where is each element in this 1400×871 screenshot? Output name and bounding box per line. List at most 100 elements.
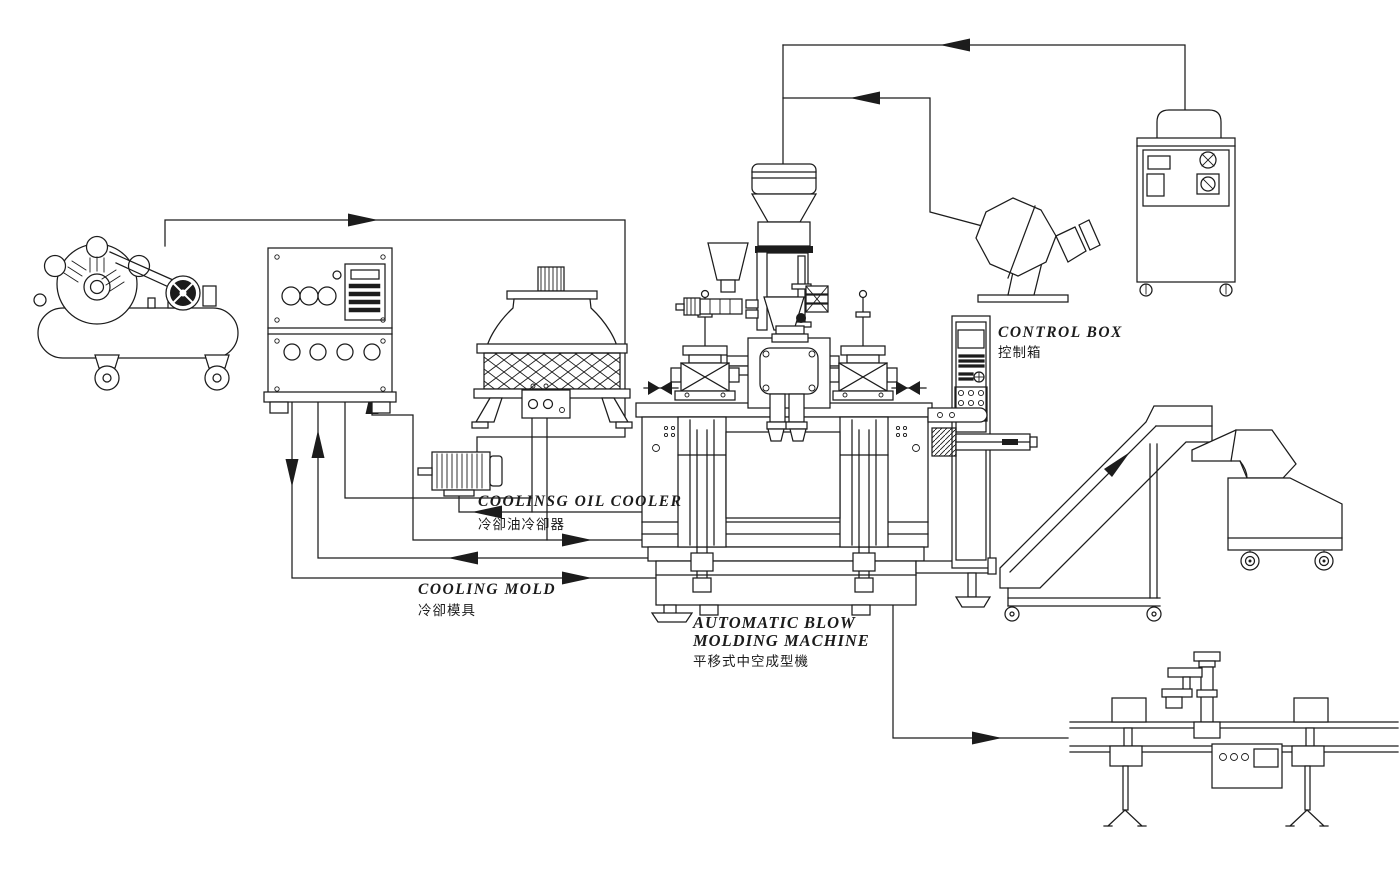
die-pin	[788, 393, 805, 423]
arrow-left-icon	[472, 505, 502, 519]
flow-arrows	[285, 38, 1002, 745]
arrow-right-icon	[562, 533, 592, 547]
flow-line-tower-link	[344, 359, 533, 499]
clamp-unit-right	[839, 416, 889, 593]
mixer-base	[977, 294, 1069, 303]
arm-mount	[931, 427, 957, 457]
diagram-labels: COOLINSG OIL COOLER 冷卻油冷卻器 COOLING MOLD …	[418, 324, 1123, 670]
pressure-switch	[202, 285, 217, 307]
side-feeder	[675, 242, 749, 316]
machine-foot	[650, 612, 694, 623]
mixer-drum	[975, 197, 1057, 277]
motor-shaft	[417, 467, 433, 476]
side-hopper	[707, 242, 749, 281]
dial	[1200, 176, 1216, 192]
machine-foot	[851, 604, 871, 616]
handwheel-right	[891, 381, 927, 395]
mold-temperature-controller	[263, 247, 397, 414]
hopper-cone	[750, 193, 818, 223]
caster	[1004, 606, 1020, 622]
leak-test-conveyor	[1069, 651, 1399, 827]
motor-base	[443, 489, 475, 497]
bolt-cluster	[745, 285, 829, 323]
pilot-lamp	[332, 270, 342, 280]
screw	[380, 254, 386, 260]
crusher	[1191, 429, 1343, 571]
dryer-cabinet	[1136, 109, 1236, 297]
motor-body	[431, 451, 491, 491]
tester-unit	[1161, 651, 1221, 739]
air-compressor	[33, 235, 239, 391]
label-oil-cooler: COOLINSG OIL COOLER	[478, 493, 682, 510]
line-control-box	[1211, 743, 1283, 789]
gauge	[317, 286, 337, 306]
screw	[380, 338, 386, 344]
mixer-outlet	[1055, 226, 1087, 263]
clamp-unit-left	[677, 416, 727, 593]
tower-mesh	[483, 352, 621, 390]
tripod-foot	[1103, 809, 1147, 827]
cabinet-panel	[1142, 149, 1230, 207]
display	[350, 269, 380, 280]
leg	[601, 397, 630, 423]
tilted-mixer	[975, 197, 1101, 303]
cooling-tower	[471, 266, 633, 429]
conveyor-leg	[1285, 745, 1329, 827]
compressor-tank	[37, 307, 239, 359]
machine-sub-deck	[647, 546, 925, 562]
control-screen	[957, 329, 985, 349]
arrow-right-icon	[972, 731, 1002, 745]
blow-pin-unit	[927, 407, 1038, 457]
die-head	[747, 325, 831, 442]
water-port	[283, 343, 301, 361]
screw	[274, 338, 280, 344]
conveyor-leg	[1103, 745, 1147, 827]
handwheel-left	[643, 381, 679, 395]
arrow-right-icon	[348, 213, 378, 227]
water-port	[363, 343, 381, 361]
screw	[274, 386, 280, 392]
bottle-station	[1293, 697, 1329, 723]
label-cooling-mold-zh: 冷卻模具	[418, 603, 476, 619]
motor-fins	[436, 453, 483, 489]
screw	[274, 254, 280, 260]
label-control-box: CONTROL BOX	[998, 324, 1123, 341]
arrow-up-icon	[311, 430, 325, 458]
dial	[1199, 151, 1217, 169]
flow-line-mold-return	[317, 359, 649, 559]
flow-line-oil-return	[458, 495, 643, 513]
tank-gauge	[33, 293, 47, 307]
flow-line-mold-supply	[291, 359, 657, 579]
gripper	[1165, 696, 1183, 709]
arrow-left-icon	[850, 91, 880, 105]
tower-motor	[537, 266, 565, 292]
blow-molding-machine	[635, 163, 992, 623]
leg	[474, 397, 503, 423]
foot	[371, 401, 391, 414]
keypad-module	[344, 263, 386, 321]
label-cooling-mold: COOLING MOLD	[418, 581, 556, 598]
oil-pump-motor	[417, 451, 503, 497]
bottle-station	[1111, 697, 1147, 723]
crusher-body	[1227, 477, 1343, 551]
screw	[380, 386, 386, 392]
die-pin	[769, 393, 786, 423]
conveyor-belt	[999, 405, 1213, 589]
flow-lines	[164, 44, 1186, 739]
cabinet-body	[1136, 137, 1236, 283]
wheel	[94, 365, 120, 391]
incline-conveyor	[987, 405, 1213, 622]
body-dots	[652, 425, 920, 452]
water-port	[309, 343, 327, 361]
flow-line-output	[892, 604, 1069, 739]
label-control-box-zh: 控制箱	[998, 345, 1042, 361]
arrow-right-icon	[562, 571, 592, 585]
mold-tower-left	[670, 289, 740, 401]
label-oil-cooler-zh: 冷卻油冷卻器	[478, 517, 565, 533]
hopper-lid	[751, 163, 817, 195]
label-machine-line2: MOLDING MACHINE	[692, 631, 870, 650]
water-port	[336, 343, 354, 361]
arrow-left-icon	[940, 38, 970, 52]
